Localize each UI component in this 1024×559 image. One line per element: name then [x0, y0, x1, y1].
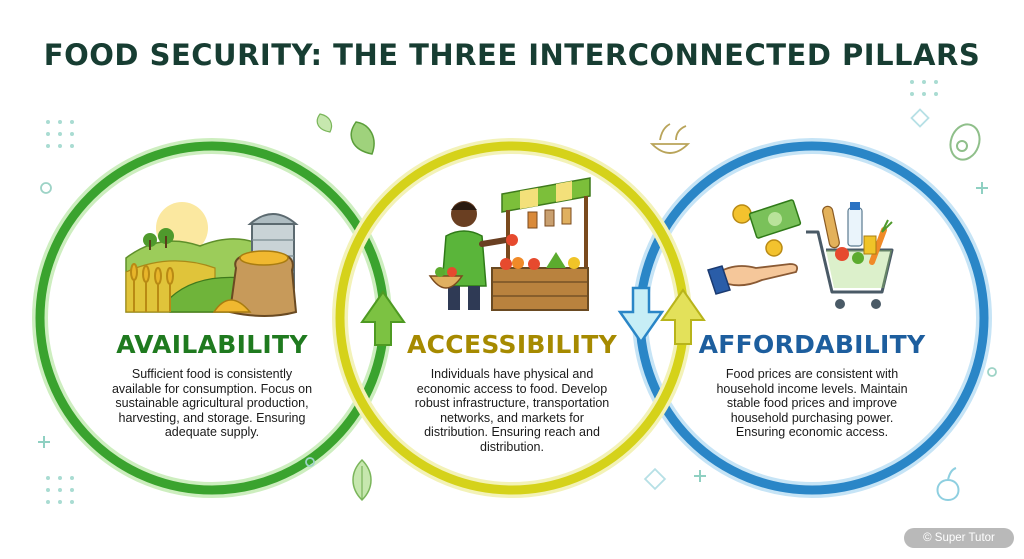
arrow-up-green-icon	[360, 290, 406, 346]
arrow-down-blue-icon	[617, 286, 665, 345]
decorative-dots-bottom-left	[46, 476, 74, 504]
circle-outline-icon	[40, 182, 997, 467]
hand-money-shopping-cart-icon	[707, 199, 894, 309]
pillar-text-accessibility: Individuals have physical and economic a…	[414, 367, 610, 454]
plus-sign-icon	[38, 182, 988, 482]
bowl-sprout-icon	[649, 123, 691, 154]
pillar-availability: AVAILABILITY Sufficient food is consiste…	[107, 330, 317, 440]
avocado-icon	[949, 123, 981, 161]
leaf-icon	[316, 113, 375, 155]
leaf-icon-bottom	[352, 458, 372, 502]
pillar-accessibility: ACCESSIBILITY Individuals have physical …	[407, 330, 617, 455]
pillar-affordability: AFFORDABILITY Food prices are consistent…	[699, 330, 925, 440]
pillar-text-availability: Sufficient food is consistently availabl…	[111, 367, 313, 440]
pillar-text-affordability: Food prices are consistent with househol…	[716, 367, 908, 440]
pillar-heading-accessibility: ACCESSIBILITY	[407, 330, 617, 359]
farm-field-silo-grain-sack-icon	[125, 202, 299, 317]
page-title: FOOD SECURITY: THE THREE INTERCONNECTED …	[43, 38, 981, 72]
pillar-heading-affordability: AFFORDABILITY	[698, 330, 926, 359]
decorative-dots-top-right	[910, 80, 938, 96]
decorative-dots-top-left	[46, 120, 74, 148]
apple-icon	[936, 467, 960, 502]
diamond-icon	[643, 108, 930, 491]
market-stall-vendor-icon	[428, 177, 591, 311]
arrow-up-yellow-icon	[660, 288, 706, 345]
watermark-badge: © Super Tutor	[904, 528, 1014, 548]
pillar-heading-availability: AVAILABILITY	[116, 330, 308, 359]
